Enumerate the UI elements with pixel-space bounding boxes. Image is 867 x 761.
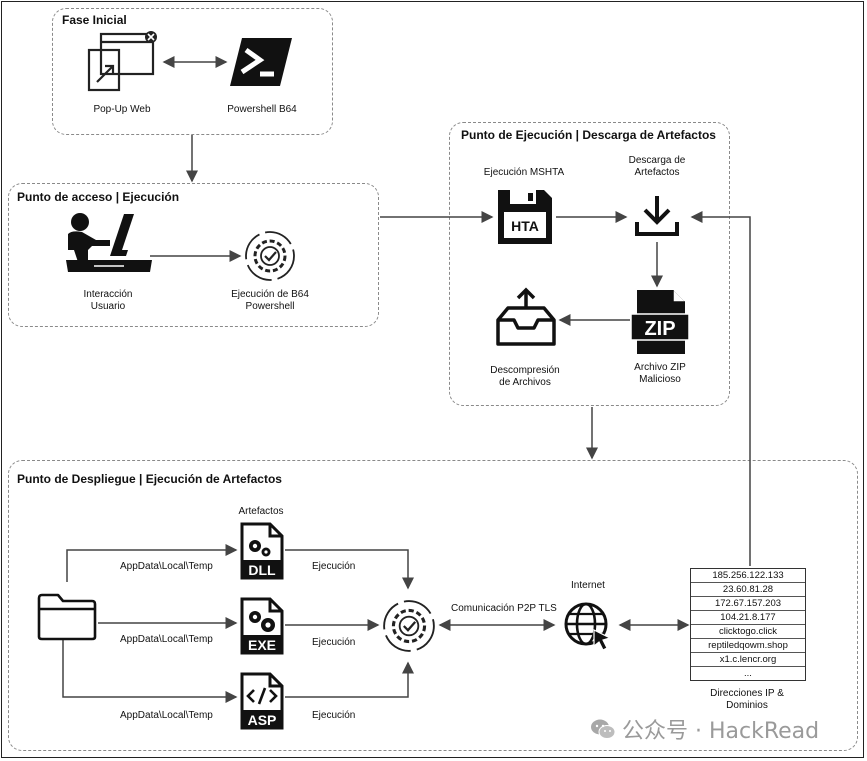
watermark: 公众号 · HackRead [590,713,819,746]
group-punto-acceso [8,183,379,327]
ip-list-item: reptiledqowm.shop [691,639,805,653]
group-punto-ejecucion [449,122,730,406]
descarga-artefactos-label: Descarga de Artefactos [628,155,686,178]
globe-cursor-icon [564,602,612,651]
user-at-computer-icon [66,213,152,272]
group-title-punto-acceso: Punto de acceso | Ejecución [17,190,180,204]
zip-file-icon: ZIP [630,290,690,354]
ip-list-item: 104.21.8.177 [691,611,805,625]
interaccion-usuario-label: Interacción Usuario [83,289,133,312]
edge-asp-gear [285,661,414,698]
powershell-label: Powershell B64 [227,104,297,115]
edge-label-path-1: AppData\Local\Temp [120,561,213,572]
descompresion-label: Descompresión de Archivos [490,365,560,388]
ejecucion-mshta-label: Ejecución MSHTA [483,167,565,178]
dll-text: DLL [248,562,276,578]
ejecucion-b64-label: Ejecución de B64 Powershell [231,289,309,312]
ip-list-item: x1.c.lencr.org [691,653,805,667]
ip-list-item: 172.67.157.203 [691,597,805,611]
edge-label-exec-3: Ejecución [312,710,356,721]
artefactos-label: Artefactos [238,506,284,517]
ip-list-item: 23.60.81.28 [691,583,805,597]
edge-ips-descarga [690,211,751,566]
folder-icon [37,593,97,641]
edge-label-path-3: AppData\Local\Temp [120,710,213,721]
hta-file-icon: HTA [498,190,552,244]
asp-text: ASP [248,712,277,728]
gear-check-icon-deploy [383,600,435,652]
zip-text: ZIP [644,318,675,340]
ip-list-item: clicktogo.click [691,625,805,639]
direcciones-label: Direcciones IP & Dominios [710,688,784,711]
ip-list-item: 185.256.122.133 [691,569,805,583]
asp-file-icon: ASP [240,672,284,730]
edge-label-exec-1: Ejecución [312,561,356,572]
group-punto-despliegue [8,460,858,751]
group-title-punto-despliegue: Punto de Despliegue | Ejecución de Artef… [17,472,282,486]
edge-folder-dll [66,544,238,582]
internet-label: Internet [571,580,605,591]
hta-text: HTA [511,218,539,234]
edge-folder-asp [62,640,238,703]
popup-web-label: Pop-Up Web [93,104,151,115]
unzip-tray-icon [496,287,556,346]
exe-text: EXE [248,637,276,653]
exe-file-icon: EXE [240,597,284,655]
powershell-icon [230,38,292,86]
gear-check-icon [245,231,295,281]
ip-list-item: ... [744,668,752,679]
group-title-fase-inicial: Fase Inicial [62,13,127,27]
popup-window-icon [87,31,157,92]
edge-label-path-2: AppData\Local\Temp [120,634,213,645]
download-icon [635,196,679,236]
watermark-text: 公众号 · HackRead [622,719,820,744]
edge-dll-gear [285,549,414,590]
dll-file-icon: DLL [240,522,284,580]
edge-label-exec-2: Ejecución [312,637,356,648]
archivo-zip-label: Archivo ZIP Malicioso [634,362,686,385]
group-fase-inicial [52,8,333,135]
wechat-icon [590,718,616,746]
edge-label-comunicacion: Comunicación P2P TLS [451,603,557,614]
group-title-punto-ejecucion: Punto de Ejecución | Descarga de Artefac… [461,128,716,142]
